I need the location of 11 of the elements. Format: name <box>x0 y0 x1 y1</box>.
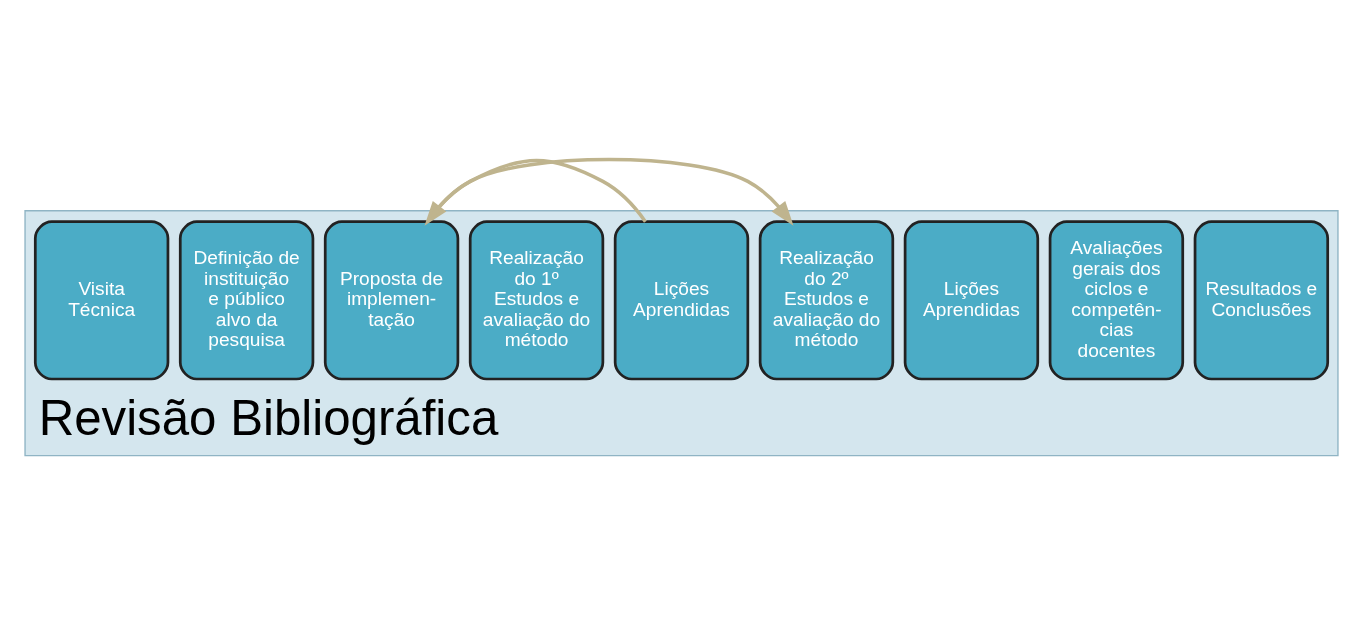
node-box: Resultados e Conclusões <box>1193 220 1330 381</box>
node-box: Visita Técnica <box>33 220 170 381</box>
arrow <box>426 157 794 226</box>
node-box: Lições Aprendidas <box>613 220 750 381</box>
node-box: Definição de instituição e público alvo da pesquisa <box>178 220 315 381</box>
node-box: Proposta de implemen- tação <box>323 220 460 381</box>
node-box: Realização do 1º Estudos e avaliação do método <box>468 220 605 381</box>
arrow <box>424 158 647 226</box>
node-box: Realização do 2º Estudos e avaliação do método <box>758 220 895 381</box>
node-box: Lições Aprendidas <box>903 220 1040 381</box>
node-box: Avaliações gerais dos ciclos e competên- cias docentes <box>1048 220 1185 381</box>
